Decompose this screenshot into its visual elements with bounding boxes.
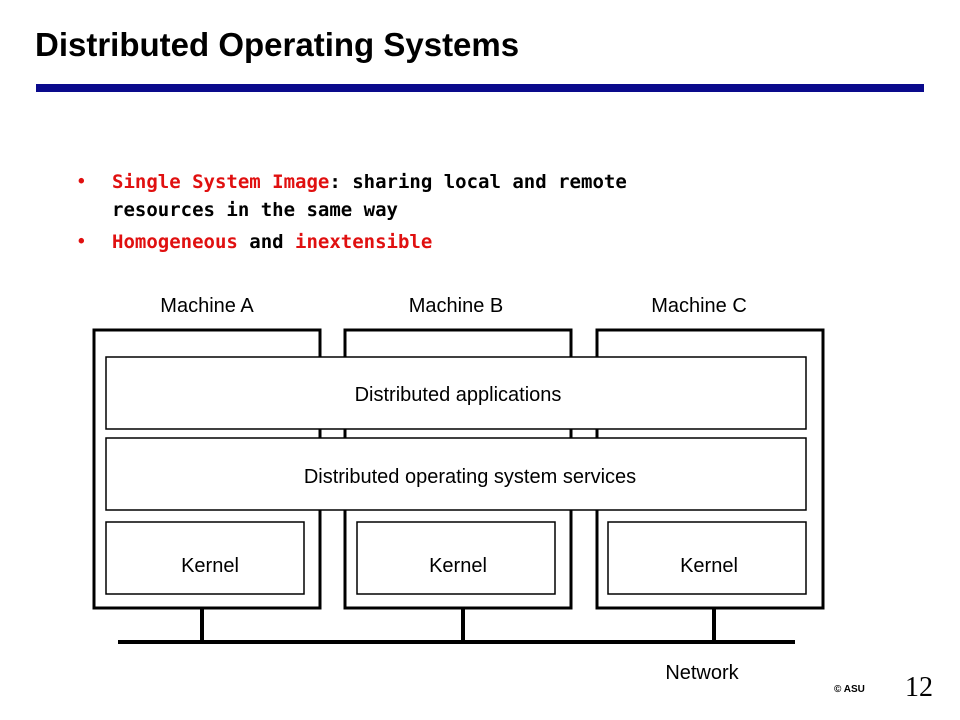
copyright-notice: © ASU (834, 684, 865, 695)
bullet-item-homogeneous: • Homogeneous and inextensible (78, 228, 627, 256)
machine-a-label: Machine A (160, 295, 254, 317)
distributed-os-services-layer (105, 437, 807, 511)
kernel-b-box (356, 521, 556, 595)
machine-c-label: Machine C (651, 295, 747, 317)
distributed-applications-layer (105, 356, 807, 430)
bullet-list: • Single System Image: sharing local and… (78, 168, 627, 260)
bullet-dot-icon: • (78, 171, 85, 192)
bullet-highlight-text: Homogeneous (112, 231, 238, 253)
distributed-os-services-label: Distributed operating system services (304, 466, 636, 488)
page-number: 12 (905, 672, 933, 703)
kernel-a-box (105, 521, 305, 595)
bullet-highlight-text: Single System Image (112, 171, 330, 193)
bullet-text-line2: resources in the same way (112, 199, 398, 221)
bullet-dot-icon: • (78, 231, 85, 252)
bullet-highlight-text: inextensible (295, 231, 433, 253)
title-underline (36, 84, 924, 92)
bullet-text-line1: : sharing local and remote (329, 171, 627, 193)
kernel-b-label: Kernel (429, 555, 487, 577)
bullet-connector-text: and (237, 231, 296, 253)
slide-title: Distributed Operating Systems (35, 26, 520, 63)
kernel-a-label: Kernel (181, 555, 239, 577)
kernel-c-label: Kernel (680, 555, 738, 577)
bullet-item-single-system-image: • Single System Image: sharing local and… (78, 168, 627, 224)
kernel-c-box (607, 521, 807, 595)
distributed-applications-label: Distributed applications (355, 384, 562, 406)
machine-b-label: Machine B (409, 295, 504, 317)
network-label: Network (665, 662, 739, 684)
